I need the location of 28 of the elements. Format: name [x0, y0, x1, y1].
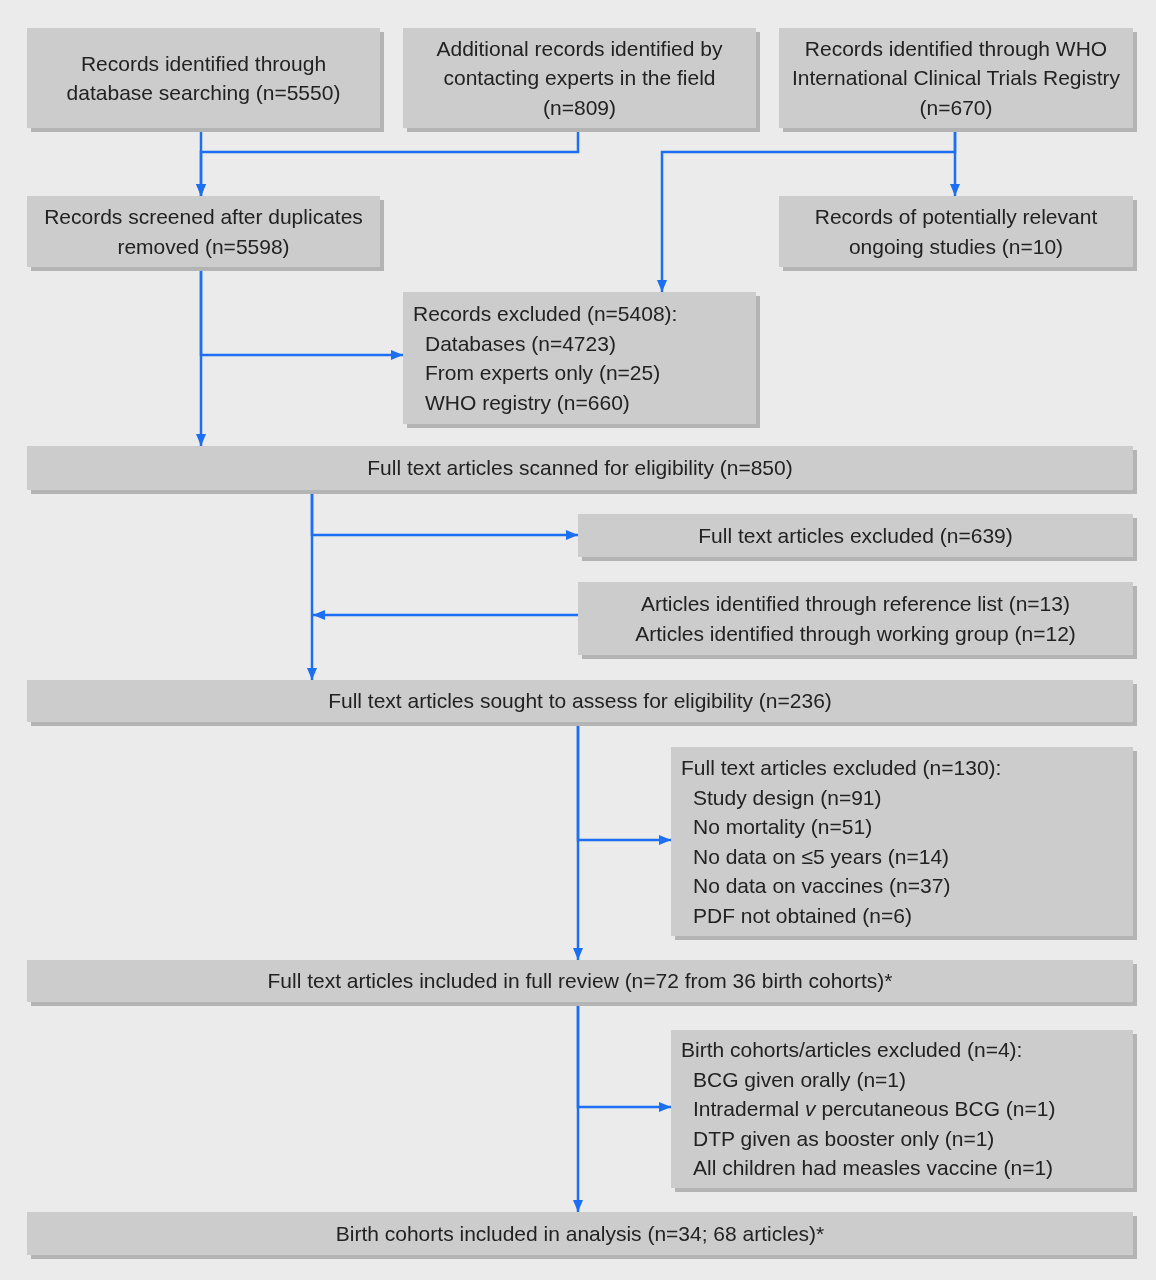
- box-text: Birth cohorts/articles excluded (n=4):: [681, 1037, 1023, 1064]
- list-item: PDF not obtained (n=6): [692, 902, 912, 929]
- box-text: Records screened after duplicates removed (n=5598): [43, 204, 364, 260]
- box-text: Full text articles sought to assess for eligibility (n=236): [328, 688, 832, 715]
- list-item: BCG given orally (n=1): [692, 1066, 906, 1093]
- list-item: From experts only (n=25): [424, 360, 661, 386]
- arrow: [313, 610, 578, 620]
- list-item: WHO registry (n=660): [424, 389, 630, 416]
- list-item: Intradermal v percutaneous BCG (n=1): [692, 1096, 1056, 1123]
- box-text: Full text articles included in full review (n=72 from 36 birth cohorts)*: [267, 968, 893, 995]
- box-text: Birth cohorts included in analysis (n=34; 68 articles)*: [335, 1220, 825, 1247]
- box-text: Records identified through database searching (n=5550): [65, 50, 342, 106]
- box-text: Full text articles excluded (n=130):: [681, 755, 1002, 781]
- list-item: No data on ≤5 years (n=14): [692, 843, 950, 870]
- box-text: Articles identified through reference list (n=13): [641, 591, 1070, 617]
- list-item: All children had measles vaccine (n=1): [692, 1155, 1054, 1182]
- list-item: No mortality (n=51): [692, 814, 873, 840]
- list-item: Databases (n=4723): [424, 330, 616, 357]
- list-item: Study design (n=91): [692, 784, 882, 811]
- box-text: Full text articles excluded (n=639): [698, 522, 1013, 549]
- box-text: Records identified through WHO International Clinical Trials Registry (n=670): [791, 35, 1121, 121]
- box-text: Articles identified through working group (n=12): [635, 620, 1076, 647]
- box-text: Full text articles scanned for eligibility (n=850): [367, 455, 793, 482]
- list-item: DTP given as booster only (n=1): [692, 1125, 995, 1152]
- list-item: No data on vaccines (n=37): [692, 873, 951, 899]
- box-text: Records excluded (n=5408):: [413, 301, 678, 327]
- box-text: Records of potentially relevant ongoing studies (n=10): [813, 204, 1099, 260]
- box-text: Additional records identified by contacting experts in the field (n=809): [435, 35, 724, 121]
